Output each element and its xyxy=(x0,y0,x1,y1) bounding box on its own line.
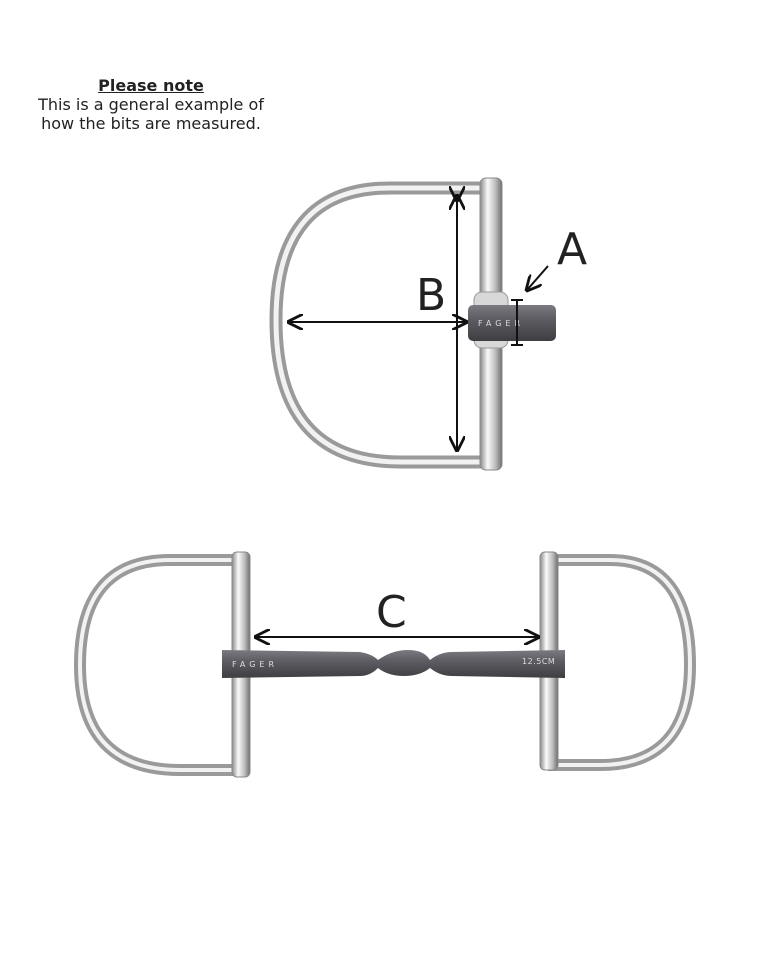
measurement-b: B xyxy=(289,196,466,450)
note-block: Please note This is a general example of… xyxy=(20,76,282,133)
engraving-brand: FAGER xyxy=(232,660,278,669)
mouthpiece xyxy=(222,650,565,678)
measurement-a: A xyxy=(511,224,587,346)
bottom-full-bit: FAGER 12.5CM xyxy=(73,551,697,778)
measurement-c: C xyxy=(256,587,538,638)
note-title: Please note xyxy=(98,76,204,95)
top-d-ring: FAGER xyxy=(269,177,556,471)
mouthpiece-end xyxy=(468,305,556,341)
label-b: B xyxy=(416,270,446,321)
label-c: C xyxy=(376,587,407,638)
engraving-size: 12.5CM xyxy=(522,657,555,666)
label-a: A xyxy=(557,224,587,275)
note-text: This is a general example of how the bit… xyxy=(38,95,264,133)
engraving-brand-top: FAGER xyxy=(478,319,524,328)
